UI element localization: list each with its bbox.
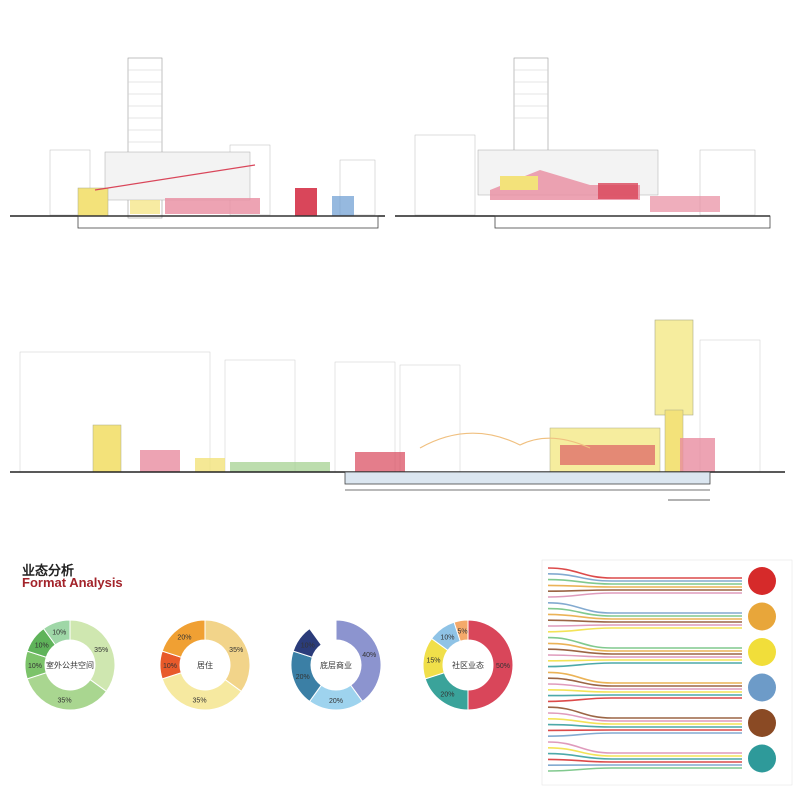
donut-percent-label: 10%: [440, 635, 454, 642]
donut-percent-label: 35%: [58, 698, 72, 705]
flow-line: [547, 712, 742, 722]
flow-category-node: [748, 744, 776, 773]
donut-percent-label: 20%: [440, 691, 454, 698]
flow-line: [547, 732, 742, 737]
donut-center-label: 室外公共空间: [46, 660, 94, 670]
flow-line: [547, 706, 742, 719]
donut-percent-label: 35%: [94, 647, 108, 654]
flow-line: [547, 602, 742, 614]
flow-line: [547, 642, 742, 652]
donut-center-label: 社区业态: [452, 660, 484, 670]
donut-segment: [42, 619, 71, 646]
flow-line: [547, 747, 742, 757]
flow-line: [547, 741, 742, 754]
flow-line: [547, 567, 742, 579]
flow-line: [547, 697, 742, 703]
donut-segment: [467, 619, 514, 711]
donut-segment: [161, 619, 206, 658]
donut-percent-label: 10%: [301, 642, 315, 649]
donut-percent-label: 10%: [52, 630, 66, 637]
flow-line: [547, 584, 742, 588]
flow-line: [547, 662, 742, 668]
flow-line: [547, 578, 742, 585]
section-drawing-2: [395, 57, 771, 229]
donut-segment: [292, 627, 323, 658]
flow-line: [547, 654, 742, 658]
flow-line: [547, 758, 742, 763]
donut-percent-label: 40%: [362, 652, 376, 659]
flow-category-node: [748, 602, 776, 631]
flow-line: [547, 589, 742, 592]
flow-line: [547, 619, 742, 623]
donut-chart-community: 50% 20% 15% 10%5% 社区业态: [422, 619, 514, 711]
flow-line: [547, 636, 742, 649]
flow-line: [547, 671, 742, 684]
flow-category-node: [748, 709, 776, 737]
flow-line: [547, 683, 742, 690]
flow-line: [547, 752, 742, 760]
section-drawing-1: [10, 57, 385, 229]
flow-line: [547, 624, 742, 627]
donut-segment: [335, 619, 382, 703]
donut-percent-label: 5%: [457, 628, 467, 635]
donut-chart-ground-commerce: 40% 20% 20% 10% 底层商业: [290, 619, 382, 711]
section-drawing-3: [10, 319, 785, 501]
flow-line: [547, 613, 742, 620]
flow-line: [547, 723, 742, 728]
donut-percent-label: 10%: [28, 663, 42, 670]
donut-chart-residential: 35% 35% 10% 20% 居住: [159, 619, 251, 711]
flow-line: [547, 592, 742, 598]
donut-percent-label: 20%: [177, 635, 191, 642]
heading-en: Format Analysis: [22, 575, 123, 590]
donut-percent-label: 20%: [329, 698, 343, 705]
donut-percent-label: 35%: [229, 647, 243, 654]
donut-percent-label: 35%: [193, 698, 207, 705]
donut-percent-label: 15%: [426, 658, 440, 665]
donut-percent-label: 20%: [296, 674, 310, 681]
flow-line: [547, 767, 742, 772]
donut-percent-label: 10%: [163, 663, 177, 670]
flow-category-node: [748, 673, 776, 702]
flow-line: [547, 694, 742, 697]
flow-category-node: [748, 567, 776, 595]
flow-line: [547, 718, 742, 725]
flow-line: [547, 677, 742, 687]
donut-center-label: 底层商业: [320, 660, 352, 670]
flow-line: [547, 573, 742, 582]
donut-percent-label: 50%: [496, 663, 510, 670]
flow-line: [547, 648, 742, 655]
heading-cn: 业态分析: [22, 564, 75, 579]
flow-category-node: [748, 638, 776, 666]
flow-line: [547, 689, 742, 693]
donut-center-label: 居住: [197, 660, 213, 670]
flow-line: [547, 607, 742, 617]
flow-line: [547, 659, 742, 662]
donut-chart-outdoor-space: 35%35%10%10%10%室外公共空间: [24, 619, 116, 711]
flow-line: [547, 627, 742, 633]
donut-segment: [453, 619, 469, 642]
donut-percent-label: 10%: [35, 642, 49, 649]
flow-diagram: [541, 559, 793, 786]
